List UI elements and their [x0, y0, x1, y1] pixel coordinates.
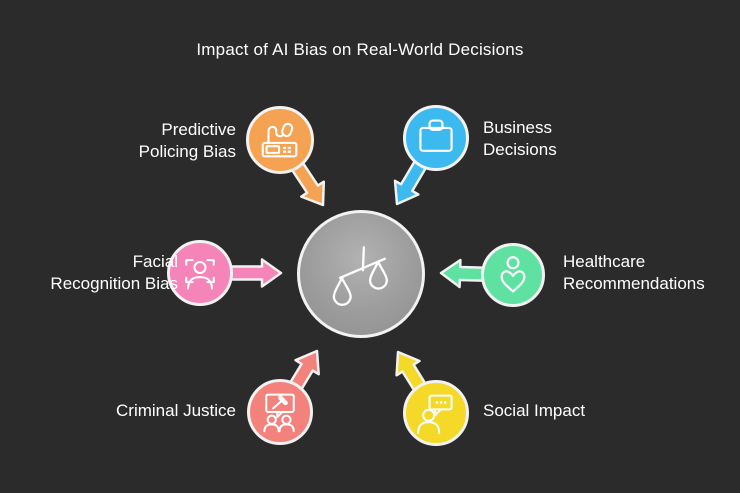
- predictive-policing-label: Predictive Policing Bias: [138, 120, 236, 162]
- diagram-title: Impact of AI Bias on Real-World Decision…: [196, 40, 524, 59]
- predictive-policing-node: [246, 106, 314, 174]
- social-impact-label: Social Impact: [483, 401, 586, 420]
- criminal-justice-node: [247, 379, 313, 445]
- criminal-justice-label: Criminal Justice: [116, 401, 236, 420]
- person-chat-icon: [417, 394, 453, 435]
- healthcare-label: Healthcare Recommendations: [563, 252, 705, 294]
- healthcare-node: [481, 243, 545, 307]
- briefcase-icon: [419, 119, 453, 152]
- unbalanced-scales-icon: [332, 246, 388, 306]
- person-heart-icon: [500, 256, 526, 293]
- business-decisions-label: Business Decisions: [483, 118, 557, 160]
- gavel-speech-people-icon: [263, 393, 295, 433]
- facial-recognition-label: Facial Recognition Bias: [50, 252, 178, 294]
- police-radio-icon: [261, 122, 298, 158]
- center-circle: [297, 210, 425, 338]
- social-impact-node: [403, 380, 469, 446]
- business-decisions-node: [403, 105, 469, 171]
- facial-recognition-node: [167, 240, 233, 306]
- face-scan-icon: [185, 259, 215, 290]
